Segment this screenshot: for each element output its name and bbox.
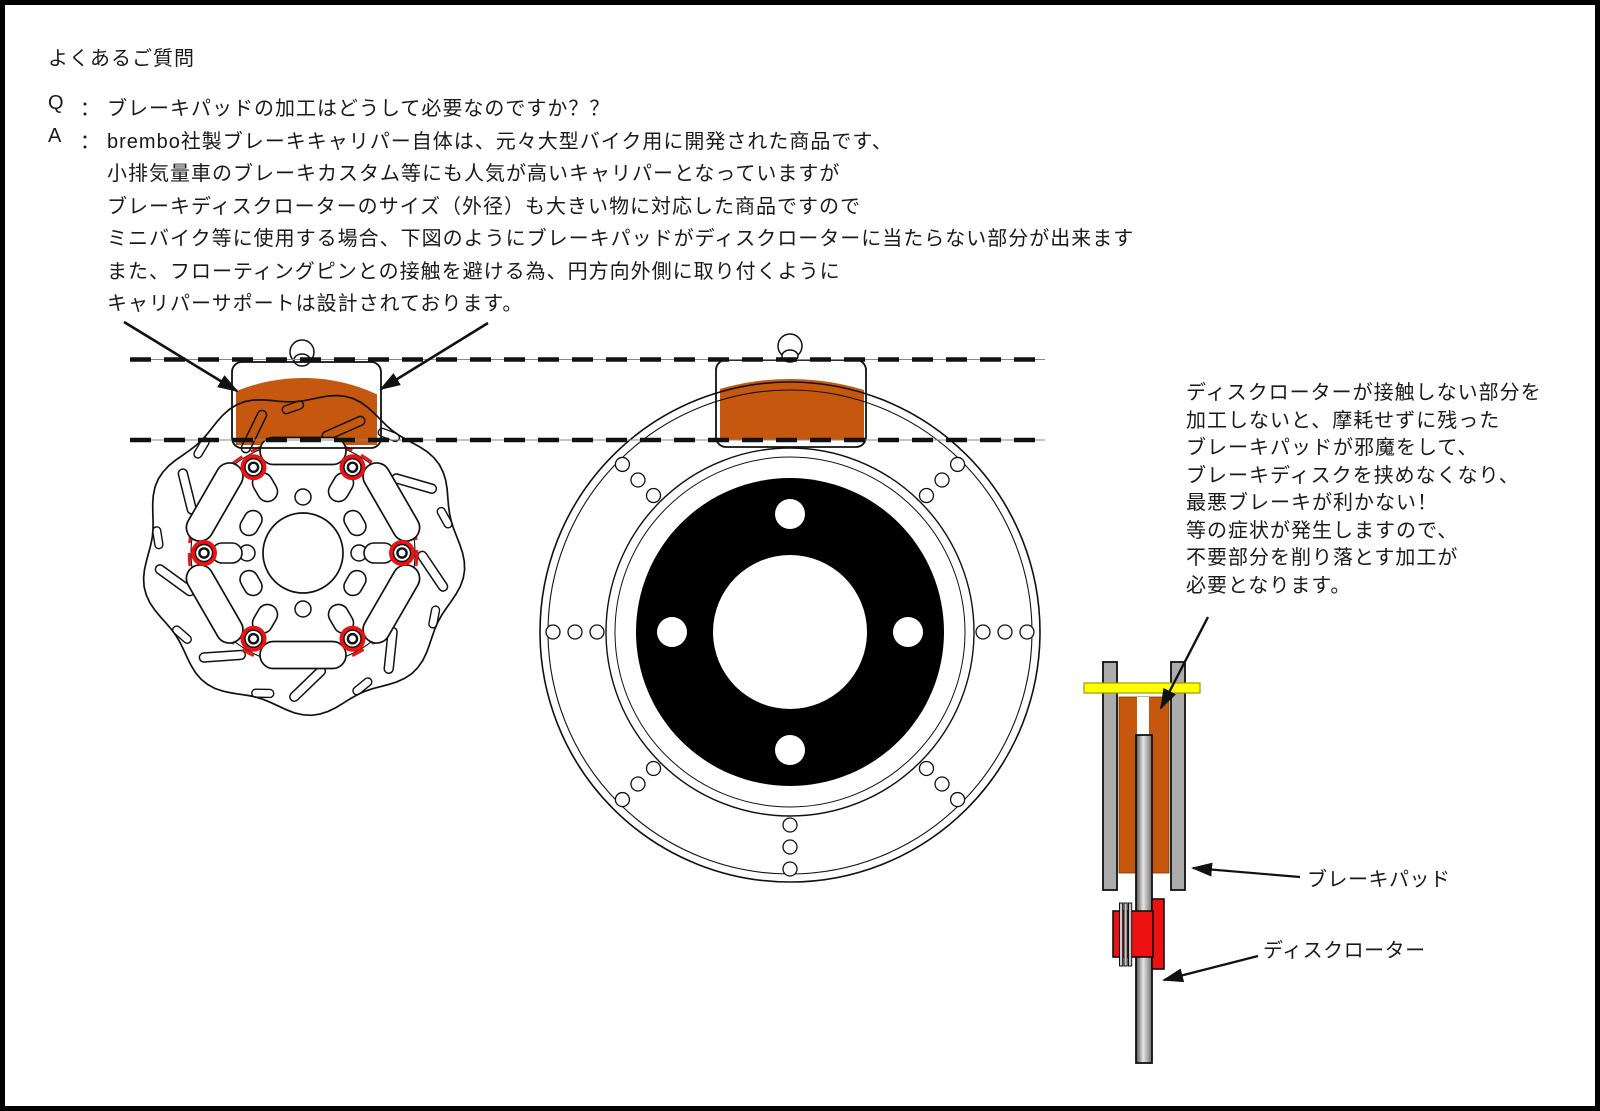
answer-line: ブレーキディスクローターのサイズ（外径）も大きい物に対応した商品ですので bbox=[107, 196, 861, 218]
answer-row: A ： brembo社製ブレーキキャリパー自体は、元々大型バイク用に開発された商… bbox=[0, 125, 1200, 153]
note-line: 最悪ブレーキが利かない！ bbox=[1186, 492, 1438, 514]
question-row: Q ： ブレーキパッドの加工はどうして必要なのですか？？ bbox=[0, 92, 1200, 120]
answer-row: また、フローティングピンとの接触を避ける為、円方向外側に取り付くように bbox=[0, 255, 1200, 283]
pad-rotor-side-view bbox=[1083, 616, 1301, 1064]
alignment-dashed-lines bbox=[130, 357, 1045, 443]
answer-line: 小排気量車のブレーキカスタム等にも人気が高いキャリパーとなっていますが bbox=[107, 163, 841, 185]
answer-row: キャリパーサポートは設計されております。 bbox=[0, 287, 1200, 315]
wave-rotor-front-view bbox=[142, 339, 466, 717]
note-line: 等の症状が発生しますので、 bbox=[1186, 519, 1459, 542]
a-prefix: A bbox=[48, 125, 62, 147]
pad-overhang-arrows bbox=[123, 320, 489, 393]
brake-pad-label: ブレーキパッド bbox=[1307, 869, 1451, 891]
note-line: ブレーキパッドが邪魔をして、 bbox=[1186, 437, 1479, 459]
machining-note-text: ディスクローターが接触しない部分を 加工しないと、摩耗せずに残った ブレーキパッ… bbox=[1186, 380, 1542, 600]
note-line: 不要部分を削り落とす加工が bbox=[1186, 547, 1459, 569]
page-title: よくあるご質問 bbox=[48, 48, 195, 70]
answer-line: ミニバイク等に使用する場合、下図のようにブレーキパッドがディスクローターに当たら… bbox=[107, 228, 1135, 250]
disc-rotor-label: ディスクローター bbox=[1263, 940, 1426, 962]
a-colon: ： bbox=[80, 131, 100, 153]
round-rotor-front-view bbox=[539, 333, 1041, 883]
answer-line: brembo社製ブレーキキャリパー自体は、元々大型バイク用に開発された商品です、 bbox=[107, 131, 893, 153]
answer-row: 小排気量車のブレーキカスタム等にも人気が高いキャリパーとなっていますが bbox=[0, 157, 1200, 185]
note-line: ブレーキディスクを挟めなくなり、 bbox=[1186, 464, 1520, 487]
note-line: 加工しないと、摩耗せずに残った bbox=[1186, 409, 1501, 432]
answer-line: キャリパーサポートは設計されております。 bbox=[107, 293, 524, 315]
note-line: 必要となります。 bbox=[1186, 574, 1352, 597]
question-text: ブレーキパッドの加工はどうして必要なのですか？？ bbox=[107, 98, 611, 120]
answer-line: また、フローティングピンとの接触を避ける為、円方向外側に取り付くように bbox=[107, 261, 841, 283]
q-prefix: Q bbox=[48, 92, 64, 114]
answer-row: ミニバイク等に使用する場合、下図のようにブレーキパッドがディスクローターに当たら… bbox=[0, 222, 1200, 250]
note-line: ディスクローターが接触しない部分を bbox=[1186, 382, 1542, 404]
q-colon: ： bbox=[80, 98, 100, 120]
answer-row: ブレーキディスクローターのサイズ（外径）も大きい物に対応した商品ですので bbox=[0, 190, 1200, 218]
